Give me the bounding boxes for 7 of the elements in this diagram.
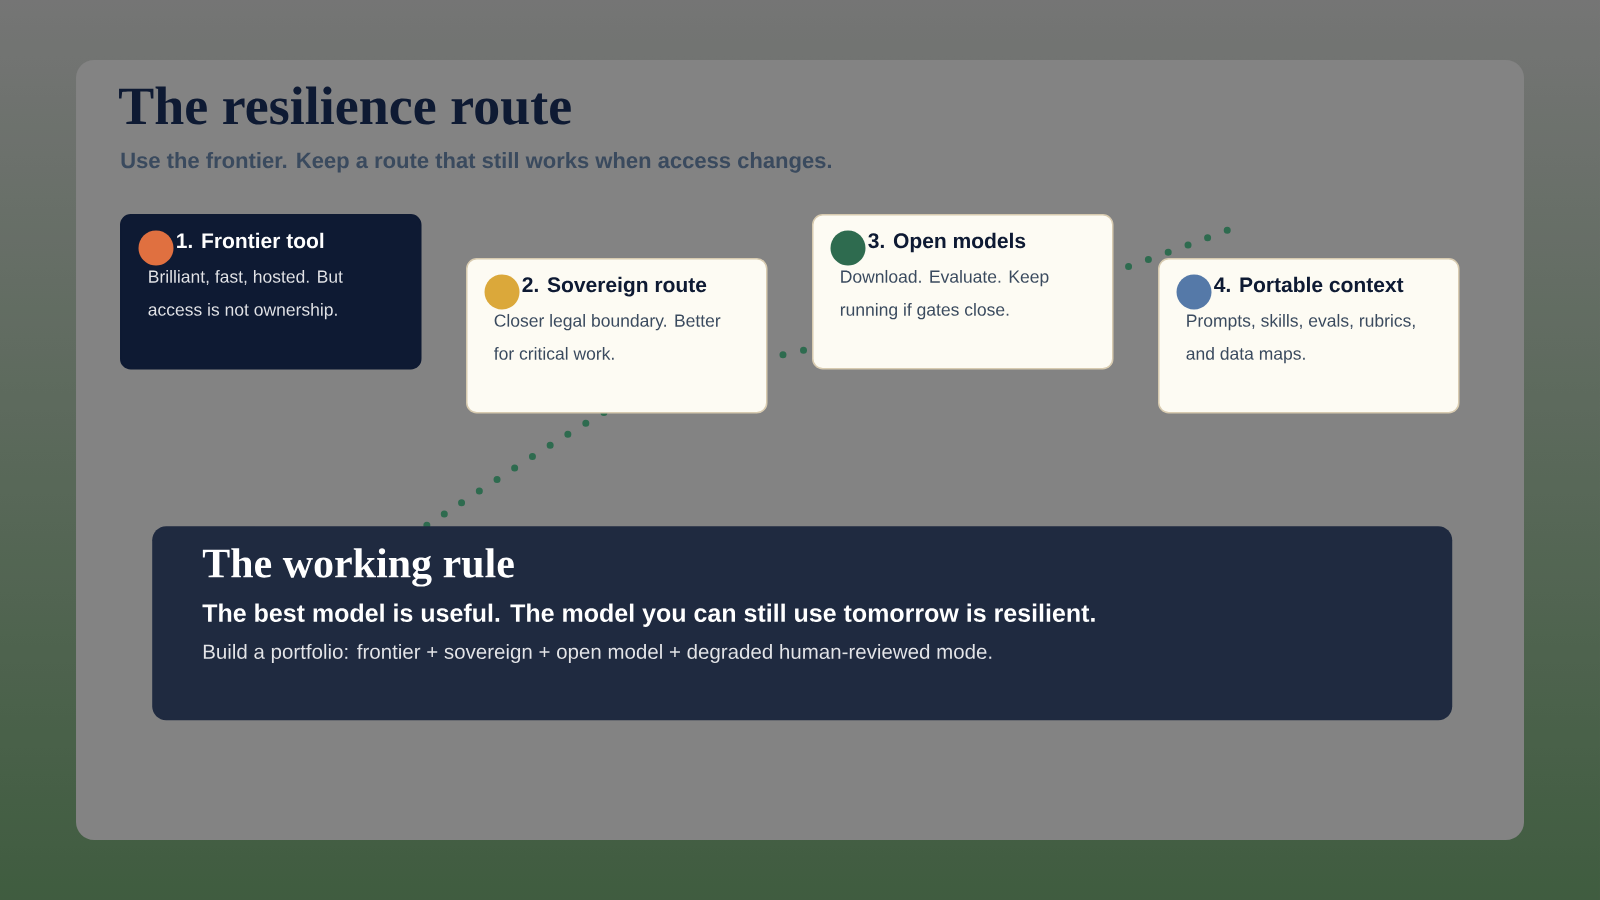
slide-title: The resilience route xyxy=(119,86,571,125)
step-card: 1. Frontier tool Brilliant, fast, hosted. But access is not ownership. xyxy=(120,214,422,370)
rule-banner: The working rule The best model is useful. The model you can still use tomorrow is resilient. Build a portfolio: frontier + sovereign + open model + degraded human-reviewed mode. xyxy=(152,526,1453,721)
step-card: 3. Open models Download. Evaluate. Keep running if gates close. xyxy=(812,214,1114,370)
subtitle: Use the frontier. Keep a route that still works when access changes. xyxy=(121,152,831,173)
step-card: 2. Sovereign route Closer legal boundary. Better for critical work. xyxy=(466,258,768,414)
step-card: 4. Portable context Prompts, skills, evals, rubrics, and data maps. xyxy=(1158,258,1460,414)
